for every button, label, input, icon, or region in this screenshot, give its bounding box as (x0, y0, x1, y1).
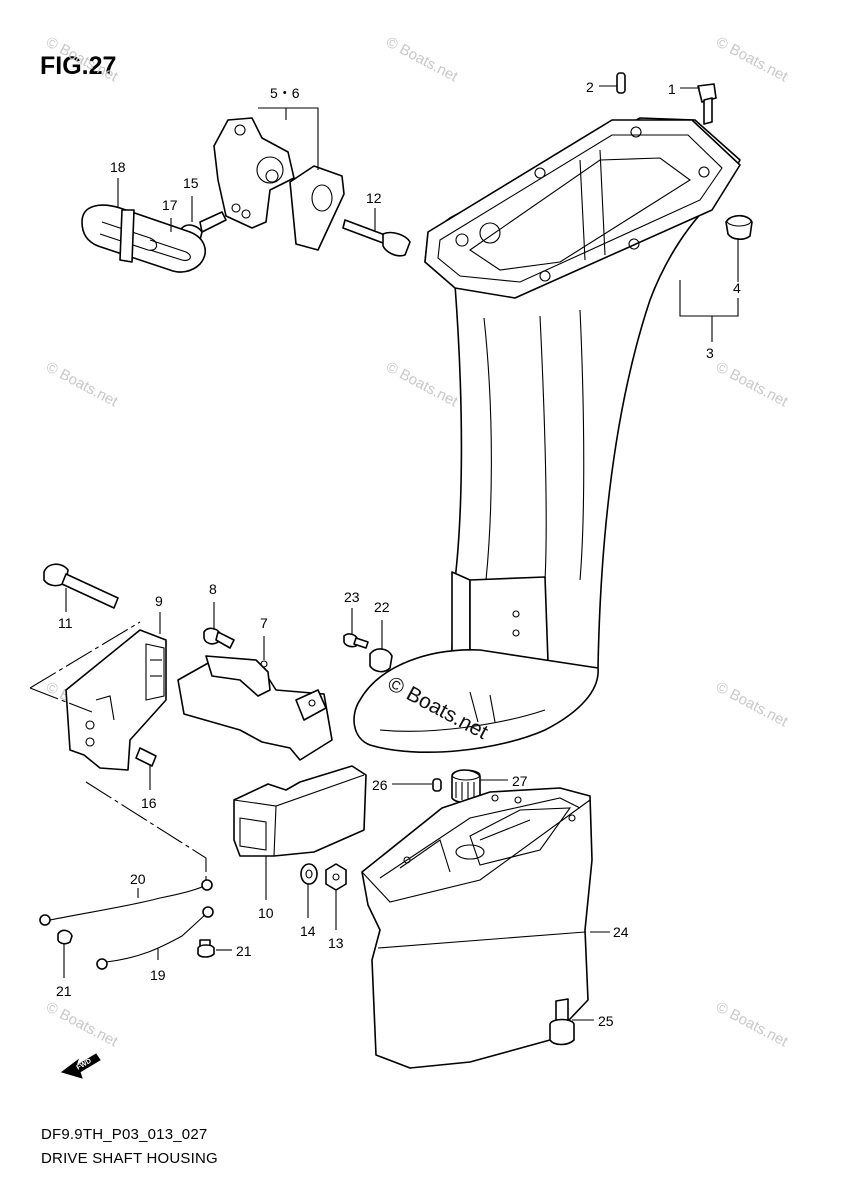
callout-16: 16 (141, 795, 157, 811)
watermark: © Boats.net (43, 359, 121, 411)
watermark: © Boats.net (43, 999, 121, 1051)
callout-1: 1 (668, 81, 676, 97)
grommet-part-22 (369, 648, 393, 673)
callout-5-6: 5・6 (270, 85, 300, 101)
pin-part-16 (135, 747, 157, 767)
diagram-caption: DRIVE SHAFT HOUSING (41, 1150, 218, 1167)
lower-cover-part-24 (361, 787, 593, 1069)
washer-part-14 (300, 863, 318, 885)
callout-23: 23 (344, 589, 360, 605)
callout-20: 20 (130, 871, 146, 887)
bolt-part-12 (342, 219, 411, 257)
long-bolt-part-11 (43, 563, 119, 609)
drive-shaft-housing-part (353, 117, 741, 753)
bolt-part-1 (697, 83, 717, 125)
grommet-part-4 (725, 214, 753, 240)
ground-wire-part-19 (96, 906, 214, 970)
screw-part-23 (343, 633, 369, 649)
callout-9: 9 (155, 593, 163, 609)
watermark: © Boats.net (383, 34, 461, 86)
callout-7: 7 (260, 615, 268, 631)
callout-12: 12 (366, 190, 382, 206)
ground-wire-part-20 (39, 879, 213, 926)
callout-24: 24 (613, 924, 629, 940)
mount-rubber-part-17-18 (81, 204, 206, 273)
callout-26: 26 (372, 777, 388, 793)
dowel-pin-part-2 (616, 72, 626, 94)
watermark: © Boats.net (713, 34, 791, 86)
watermark: © Boats.net (713, 999, 791, 1051)
callout-11: 11 (58, 615, 73, 631)
bracket-part-9 (65, 629, 167, 771)
callout-15: 15 (183, 175, 199, 191)
callout-21: 21 (56, 983, 72, 999)
callout-25: 25 (598, 1013, 614, 1029)
callout-27: 27 (512, 773, 528, 789)
screw-part-21 (57, 929, 215, 958)
callout-19: 19 (150, 967, 166, 983)
figure-label: FIG.27 (40, 52, 117, 80)
callout-10: 10 (258, 905, 274, 921)
callout-13: 13 (328, 935, 344, 951)
watermark: © Boats.net (713, 359, 791, 411)
pin-part-26 (432, 778, 442, 792)
watermark: © Boats.net (713, 679, 791, 731)
diagram-code: DF9.9TH_P03_013_027 (41, 1126, 208, 1143)
callout-21: 21 (236, 943, 252, 959)
callout-14: 14 (300, 923, 316, 939)
watermark: © Boats.net (43, 34, 121, 86)
mount-bracket-part-5-6 (213, 117, 345, 251)
callout-17: 17 (162, 197, 178, 213)
bolt-part-25 (549, 998, 575, 1046)
bolt-part-8 (203, 627, 235, 649)
callout-22: 22 (374, 599, 390, 615)
leader-lines (29, 85, 739, 1021)
stopper-part-10 (233, 765, 367, 857)
damper-part-7 (177, 655, 333, 761)
callout-18: 18 (110, 159, 126, 175)
nut-part-13 (325, 863, 347, 891)
fwd-arrow-icon: FWD (60, 1053, 101, 1079)
callout-numbers: 1 2 3 4 5・6 7 8 9 10 11 12 13 14 15 16 1… (56, 79, 741, 1029)
callout-2: 2 (586, 79, 594, 95)
watermark: © Boats.net (383, 359, 461, 411)
callout-8: 8 (209, 581, 217, 597)
callout-3: 3 (706, 345, 714, 361)
callout-4: 4 (733, 280, 741, 296)
